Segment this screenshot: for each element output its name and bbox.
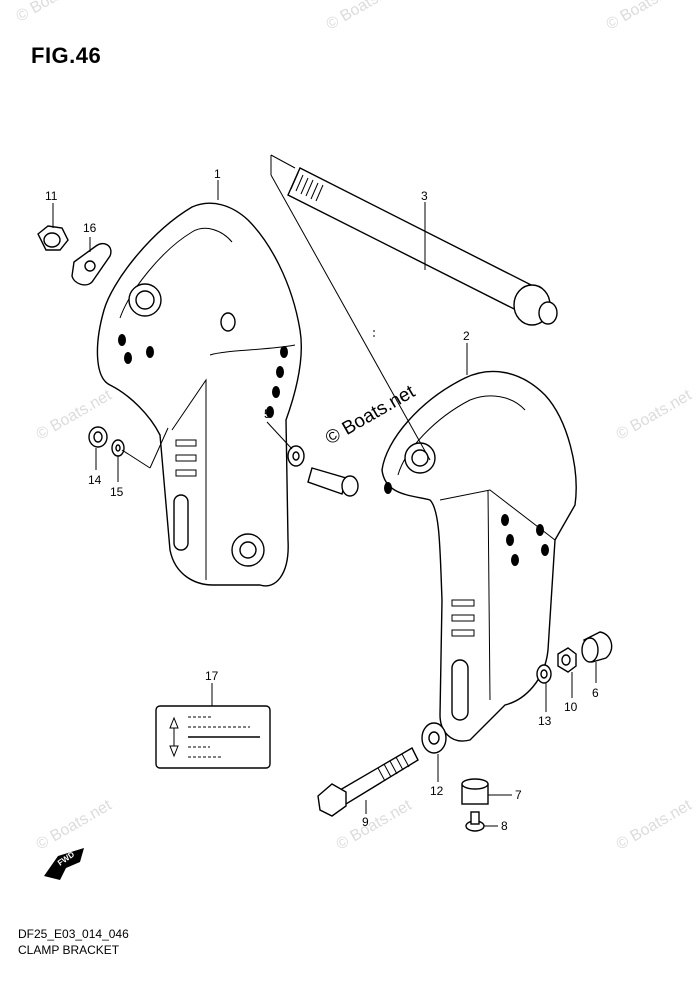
callout-9: 9 (362, 815, 369, 829)
callout-13: 13 (538, 714, 552, 728)
callout-5: 5 (264, 407, 271, 421)
figure-title: FIG.46 (31, 43, 102, 68)
callout-labels: 1 2 3 5 6 7 8 9 10 11 12 13 14 15 16 17 (45, 167, 599, 833)
callout-17: 17 (205, 669, 219, 683)
part-6-cap (581, 631, 613, 663)
watermark: © Boats.net (34, 797, 116, 854)
callout-15: 15 (110, 485, 124, 499)
part-10-nut (557, 647, 577, 673)
callout-2: 2 (463, 329, 470, 343)
part-13-washer (536, 664, 552, 684)
part-14-nut (88, 426, 108, 448)
watermark: © Boats.net (614, 387, 696, 444)
part-17-label (155, 705, 271, 769)
part-15-washer (111, 439, 125, 457)
part-7-spacer (461, 778, 489, 805)
callout-10: 10 (564, 700, 578, 714)
diagram-code: DF25_E03_014_046 (18, 927, 129, 941)
part-12-washer (421, 722, 447, 754)
callout-8: 8 (501, 819, 508, 833)
leader-lines (52, 154, 597, 827)
callout-11: 11 (45, 189, 58, 203)
part-4-pin (307, 467, 359, 497)
callout-1: 1 (214, 167, 221, 181)
callout-6: 6 (592, 686, 599, 700)
diagram-caption: CLAMP BRACKET (18, 943, 120, 957)
watermark: © Boats.net (324, 0, 406, 33)
callout-16: 16 (83, 221, 97, 235)
part-8-screw (465, 811, 485, 832)
footer: DF25_E03_014_046 CLAMP BRACKET (18, 926, 129, 958)
watermark: © Boats.net (604, 0, 686, 33)
callout-12: 12 (430, 784, 444, 798)
part-5-washer (287, 445, 305, 467)
part-11-nut (37, 225, 69, 251)
watermark: © Boats.net (14, 0, 96, 25)
part-16-plate (71, 242, 112, 286)
callout-7: 7 (515, 788, 522, 802)
part-3-shaft (287, 167, 558, 326)
callout-3: 3 (421, 189, 428, 203)
watermark: © Boats.net (614, 797, 696, 854)
fwd-badge: FWD (44, 848, 84, 880)
part-9-bolt (317, 747, 419, 817)
part-1-clamp-bracket (96, 202, 303, 587)
callout-14: 14 (88, 473, 102, 487)
